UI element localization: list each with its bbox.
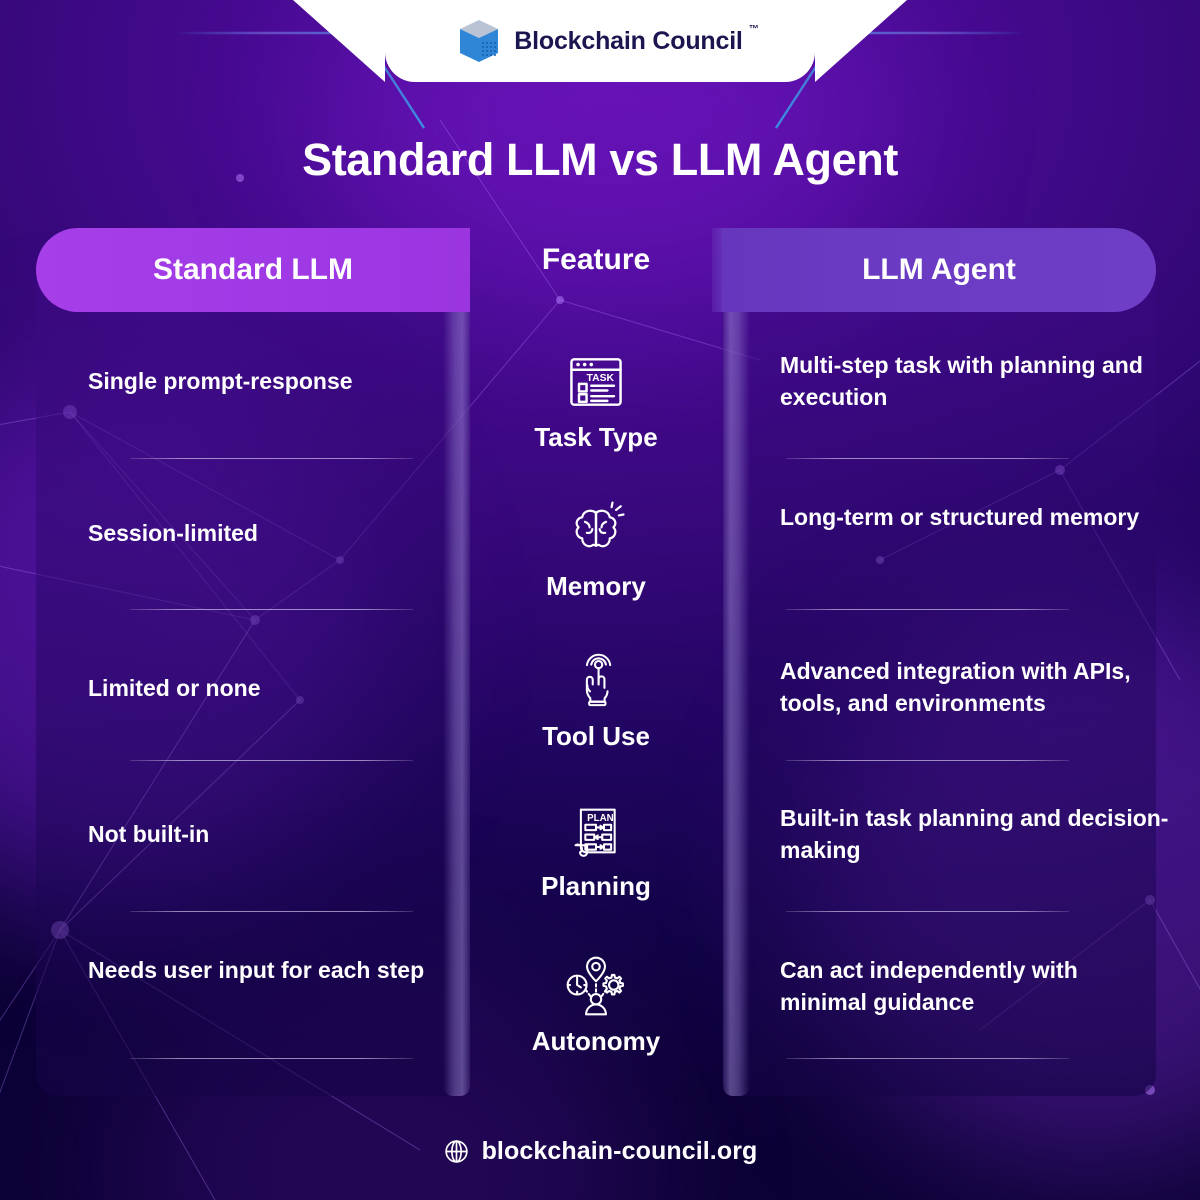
brand-name-text: Blockchain Council: [514, 26, 743, 55]
feature-column: TASK Task Type: [470, 330, 722, 1090]
row-divider: [786, 1058, 1069, 1059]
feature-label: Tool Use: [542, 721, 650, 751]
task-window-checklist-icon: TASK: [562, 346, 630, 418]
llm-agent-cell: Built-in task planning and decision-maki…: [780, 805, 1169, 863]
svg-text:TASK: TASK: [587, 373, 615, 384]
feature-label: Planning: [541, 871, 651, 901]
feature-cell-autonomy: Autonomy: [470, 950, 722, 1057]
header-tab-wing-right: [815, 0, 907, 82]
cube-icon: [460, 20, 499, 62]
brand-name: Blockchain Council ™: [514, 24, 759, 56]
standard-llm-cell: Needs user input for each step: [88, 957, 425, 983]
feature-cell-tool-use: Tool Use: [470, 645, 722, 752]
standard-llm-header: Standard LLM: [36, 228, 470, 312]
feature-cell-planning: PLAN Planning: [470, 795, 722, 902]
row-divider: [130, 760, 413, 761]
standard-llm-cell: Limited or none: [88, 675, 261, 701]
feature-cell-task-type: TASK Task Type: [470, 346, 722, 453]
autonomy-person-gear-icon: [562, 950, 630, 1022]
footer: blockchain-council.org: [0, 1137, 1200, 1166]
feature-cell-memory: Memory: [470, 495, 722, 602]
llm-agent-header-label: LLM Agent: [862, 253, 1016, 286]
standard-llm-panel: [36, 268, 470, 1096]
svg-text:PLAN: PLAN: [587, 813, 614, 824]
llm-agent-header: LLM Agent: [722, 228, 1156, 312]
brand-header: Blockchain Council ™: [385, 0, 815, 82]
feature-label: Autonomy: [531, 1026, 661, 1056]
trademark-symbol: ™: [748, 23, 759, 35]
row-divider: [130, 1058, 413, 1059]
standard-llm-cell: Single prompt-response: [88, 368, 353, 394]
llm-agent-cell: Long-term or structured memory: [780, 504, 1140, 530]
feature-column-header: Feature: [541, 243, 651, 276]
feature-label: Task Type: [534, 422, 658, 452]
row-divider: [786, 458, 1069, 459]
row-divider: [130, 458, 413, 459]
plan-flowchart-icon: PLAN: [564, 795, 628, 867]
row-divider: [130, 911, 413, 912]
footer-url[interactable]: blockchain-council.org: [481, 1137, 758, 1165]
row-divider: [786, 911, 1069, 912]
hand-tap-icon: [565, 645, 627, 717]
globe-icon: [444, 1140, 468, 1163]
standard-llm-header-label: Standard LLM: [153, 253, 353, 286]
llm-agent-cell: Can act independently with minimal guida…: [780, 957, 1078, 1015]
feature-label: Memory: [546, 571, 646, 601]
llm-agent-cell: Multi-step task with planning and execut…: [780, 352, 1143, 410]
row-divider: [786, 760, 1069, 761]
row-divider: [786, 609, 1069, 610]
page-title: Standard LLM vs LLM Agent: [302, 134, 898, 185]
llm-agent-cell: Advanced integration with APIs, tools, a…: [780, 658, 1131, 716]
row-divider: [130, 609, 413, 610]
brain-icon: [563, 495, 629, 567]
llm-agent-panel: [722, 268, 1156, 1096]
standard-llm-cell: Not built-in: [88, 821, 210, 847]
header-tab-wing-left: [293, 0, 385, 82]
standard-llm-cell: Session-limited: [88, 520, 258, 546]
